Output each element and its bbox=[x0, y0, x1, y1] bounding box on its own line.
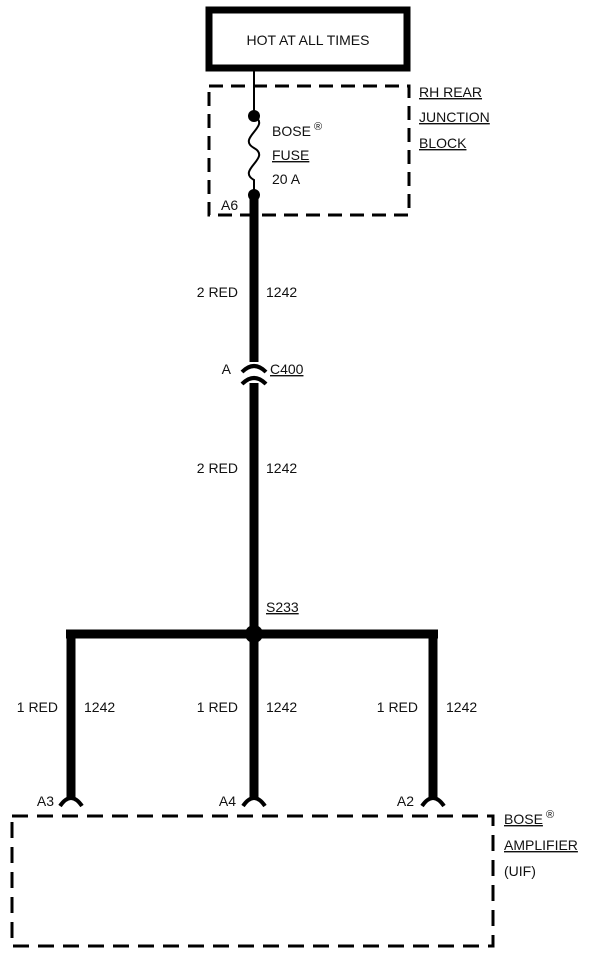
wire-right-circuit: 1242 bbox=[446, 699, 477, 715]
fuse-name: BOSE bbox=[272, 123, 311, 139]
wire-upper-gauge-color: 2 RED bbox=[197, 284, 238, 300]
junction-block: RH REAR JUNCTION BLOCK bbox=[207, 84, 490, 217]
junction-block-line1: RH REAR bbox=[419, 84, 482, 100]
wire-middle: 2 RED 1242 bbox=[197, 383, 297, 634]
fuse-pin: A6 bbox=[221, 197, 238, 213]
connector-male-icon bbox=[240, 376, 268, 386]
connector-c400: A C400 bbox=[222, 361, 304, 386]
amplifier-line2: AMPLIFIER bbox=[504, 837, 578, 853]
wire-right: 1 RED 1242 bbox=[377, 634, 477, 798]
amplifier-name-mark: ® bbox=[546, 809, 554, 821]
amplifier: BOSE ® AMPLIFIER (UIF) bbox=[10, 809, 578, 948]
pin-a3-label: A3 bbox=[37, 793, 54, 809]
pin-a4-label: A4 bbox=[219, 793, 236, 809]
junction-block-line3: BLOCK bbox=[419, 135, 467, 151]
power-source-box: HOT AT ALL TIMES bbox=[205, 6, 411, 72]
fuse: BOSE ® FUSE 20 A A6 bbox=[221, 68, 322, 213]
wire-center-gauge-color: 1 RED bbox=[197, 699, 238, 715]
wire-middle-gauge-color: 2 RED bbox=[197, 460, 238, 476]
splice-name: S233 bbox=[266, 599, 299, 615]
wire-upper-circuit: 1242 bbox=[266, 284, 297, 300]
connector-female-icon bbox=[240, 364, 268, 374]
fuse-rating: 20 A bbox=[272, 171, 301, 187]
amplifier-name: BOSE bbox=[504, 811, 543, 827]
power-source-label: HOT AT ALL TIMES bbox=[247, 32, 370, 48]
wire-left: 1 RED 1242 bbox=[17, 634, 115, 798]
pin-a3-connector-icon bbox=[58, 796, 84, 808]
pin-a4-connector-icon bbox=[241, 796, 267, 808]
amplifier-line3: (UIF) bbox=[504, 863, 536, 879]
wire-upper: 2 RED 1242 bbox=[197, 195, 297, 362]
wire-center-circuit: 1242 bbox=[266, 699, 297, 715]
wire-left-gauge-color: 1 RED bbox=[17, 699, 58, 715]
fuse-element-icon bbox=[247, 115, 261, 195]
wire-left-circuit: 1242 bbox=[84, 699, 115, 715]
connector-c400-pin: A bbox=[222, 361, 232, 377]
wire-center: 1 RED 1242 bbox=[197, 634, 297, 798]
connector-c400-name: C400 bbox=[270, 361, 304, 377]
fuse-type: FUSE bbox=[272, 147, 309, 163]
amplifier-pins: A3 A4 A2 bbox=[37, 793, 446, 809]
fuse-name-mark: ® bbox=[314, 121, 322, 133]
pin-a2-connector-icon bbox=[420, 796, 446, 808]
junction-block-line2: JUNCTION bbox=[419, 109, 490, 125]
wire-right-gauge-color: 1 RED bbox=[377, 699, 418, 715]
pin-a2-label: A2 bbox=[397, 793, 414, 809]
wire-middle-circuit: 1242 bbox=[266, 460, 297, 476]
